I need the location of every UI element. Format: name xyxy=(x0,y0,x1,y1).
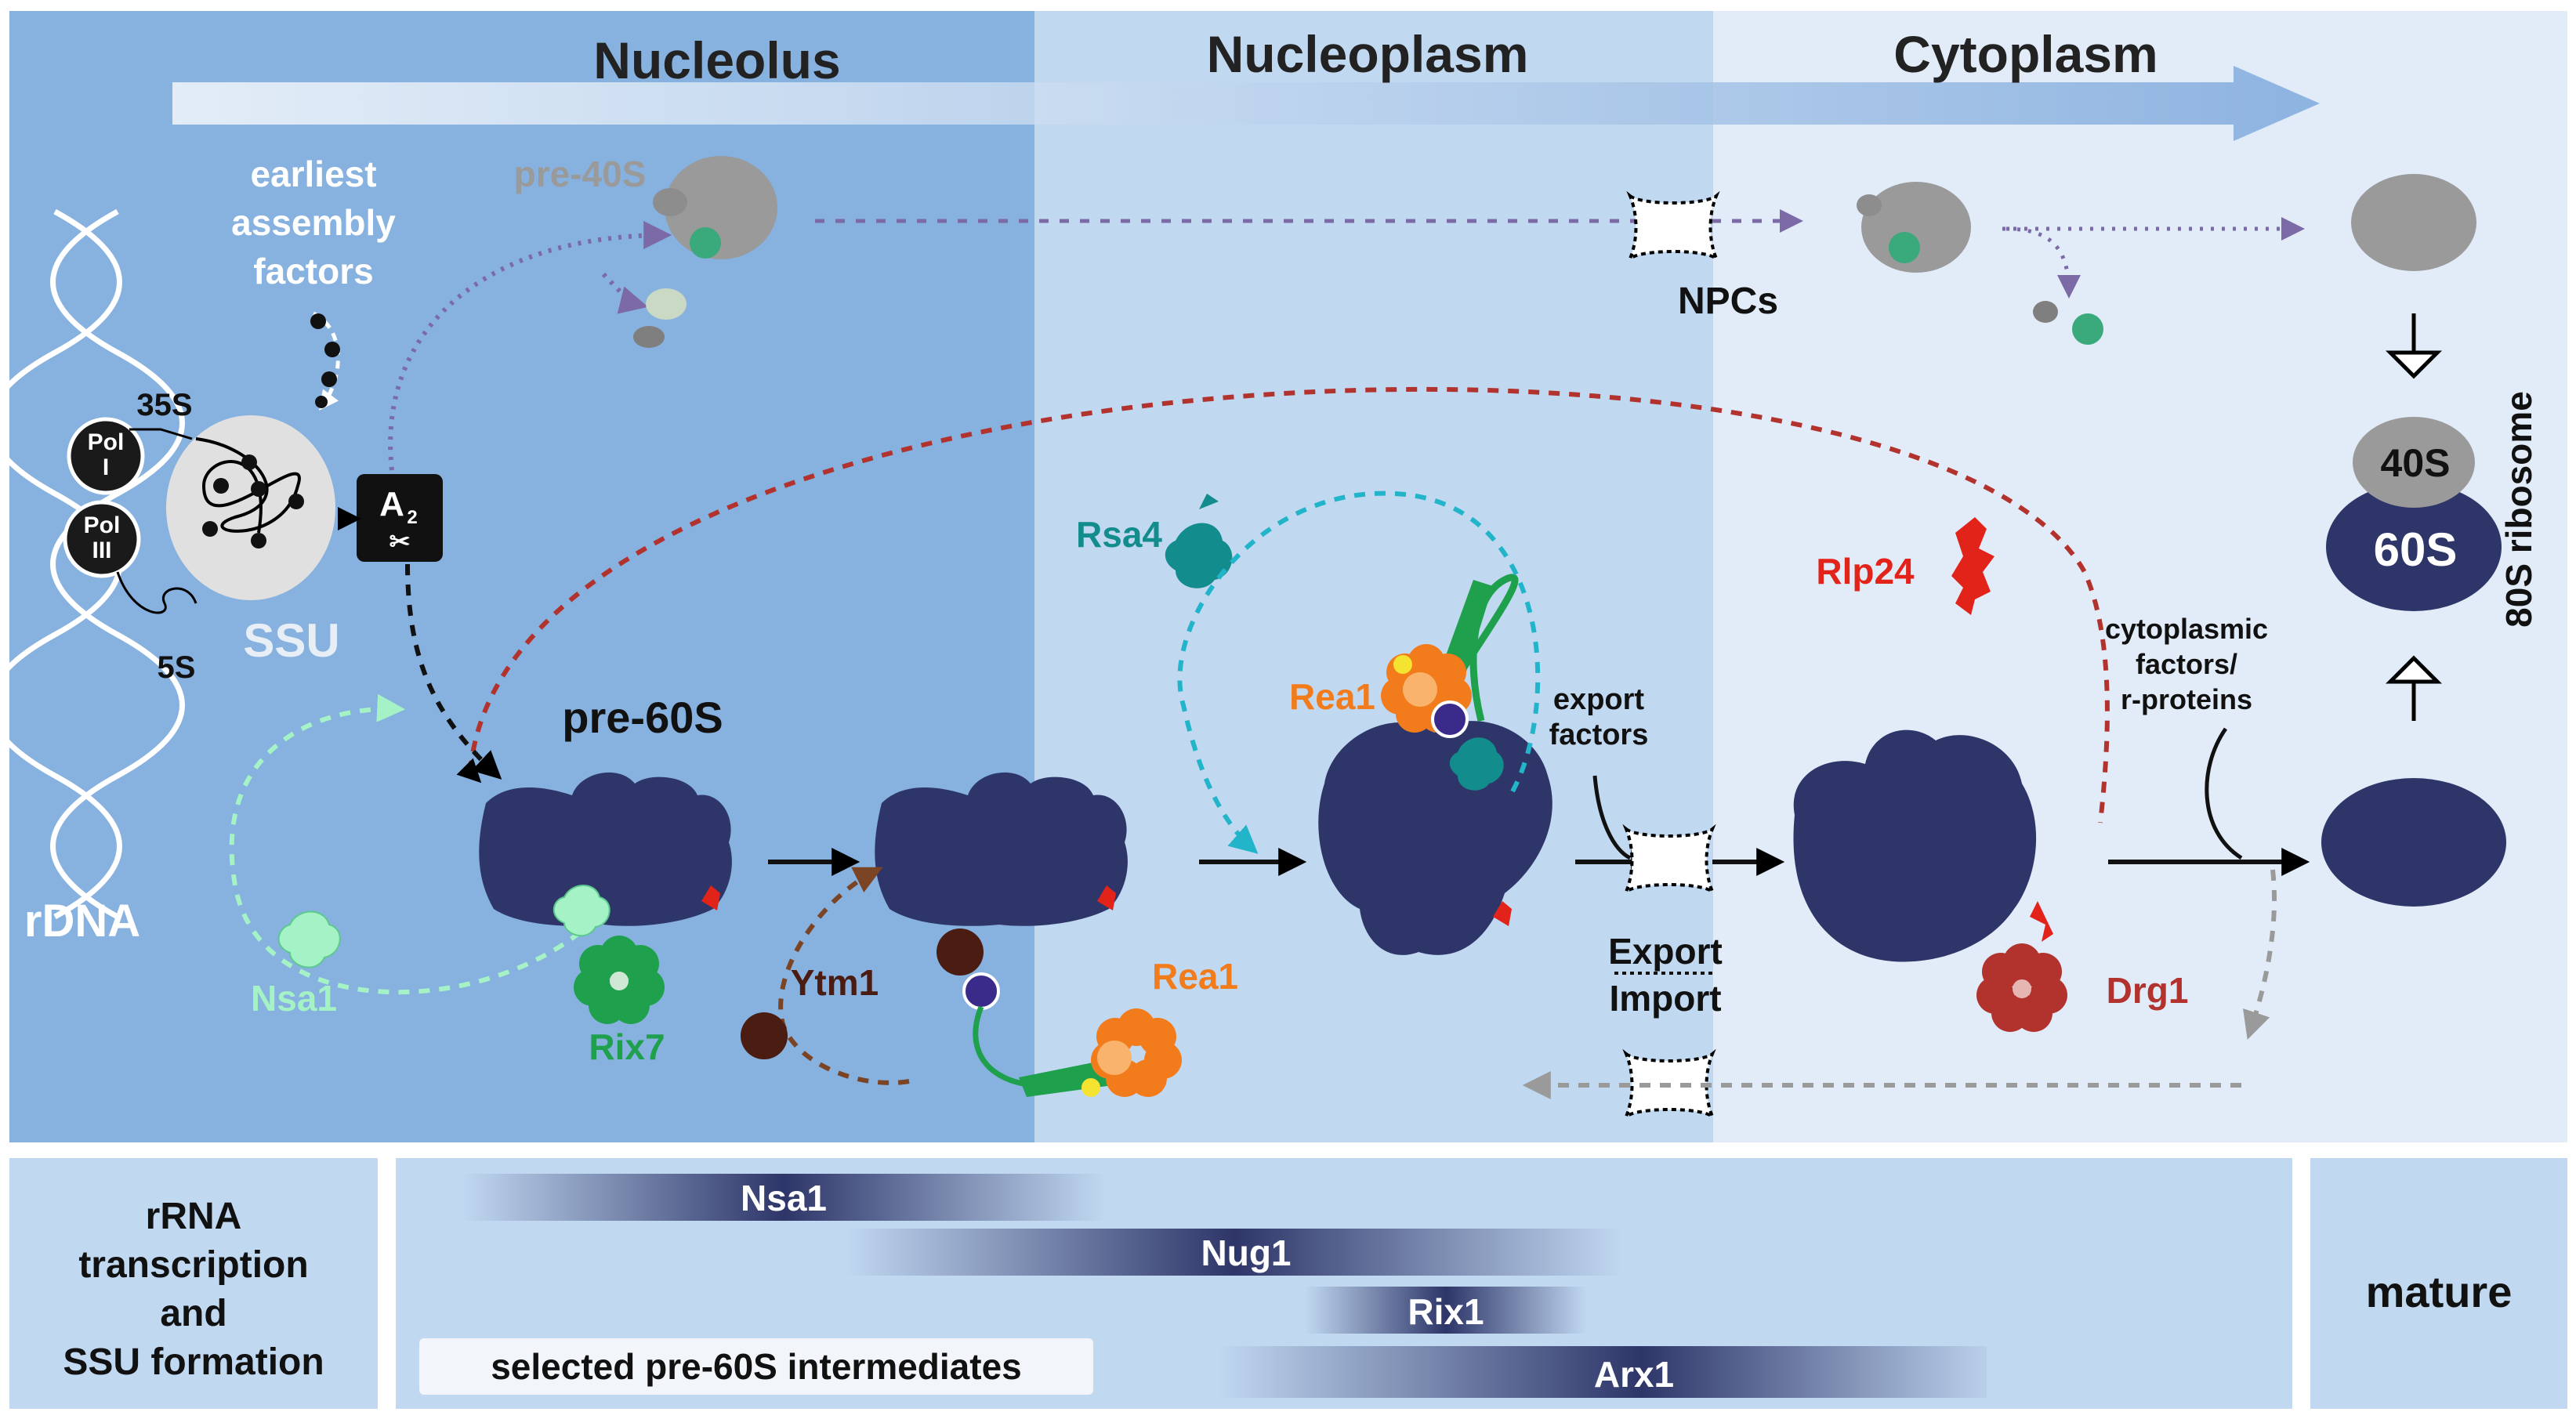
export-factors-line2: factors xyxy=(1549,719,1649,751)
nsa1-label: Nsa1 xyxy=(251,978,337,1019)
a2-cleavage-box: A 2 ✂ xyxy=(357,474,443,562)
up-arrow xyxy=(2385,655,2443,721)
earliest-line1: earliest xyxy=(250,154,376,194)
ribosome-80s xyxy=(2326,417,2502,611)
rsa4-free xyxy=(1165,494,1233,588)
rdna-label: rDNA xyxy=(24,896,140,947)
pol-i: Pol I xyxy=(67,417,145,495)
nsa1-free xyxy=(277,910,341,968)
timeline-bar-arx1 xyxy=(1219,1346,1987,1398)
earliest-line2: assembly xyxy=(231,202,396,243)
svg-text:Pol: Pol xyxy=(88,429,125,455)
40s-label: 40S xyxy=(2381,441,2451,485)
timeline-bar-nsa1 xyxy=(462,1174,1105,1221)
pre60s-particle-1 xyxy=(479,772,732,926)
timeline-bar-rix1 xyxy=(1305,1287,1587,1334)
npcs-label: NPCs xyxy=(1678,281,1778,322)
pre40s-particle xyxy=(653,156,777,259)
rix7-label: Rix7 xyxy=(589,1026,665,1067)
pre60s-label: pre-60S xyxy=(562,693,723,742)
pre60s-particle-4 xyxy=(1793,729,2037,962)
drg1-label: Drg1 xyxy=(2107,970,2189,1011)
a2-to-pre60s-arrow xyxy=(405,563,502,780)
bottom-right-panel xyxy=(2310,1158,2567,1409)
ribosome-80s-label: 80S ribosome xyxy=(2498,391,2539,628)
nucleoplasm-title: Nucleoplasm xyxy=(1207,25,1529,83)
bottom-left-line3: and xyxy=(160,1293,226,1334)
svg-text:2: 2 xyxy=(407,507,417,528)
scissors-icon: ✂ xyxy=(389,527,411,556)
import-label: Import xyxy=(1609,978,1721,1019)
nucleoplasm-region xyxy=(1034,11,1713,1142)
nsa1-recycling-arrow xyxy=(229,693,582,995)
nucleolus-region xyxy=(9,11,1034,1142)
rlp24-label: Rlp24 xyxy=(1816,551,1915,592)
timeline-bar-nug1-label: Nug1 xyxy=(1201,1233,1292,1273)
svg-text:Pol: Pol xyxy=(84,512,121,538)
ytm1-free xyxy=(741,1012,788,1059)
cyto-factors-line1: cytoplasmic xyxy=(2105,613,2268,645)
earliest-line3: factors xyxy=(253,251,373,291)
rea1-lower xyxy=(1081,1008,1182,1097)
ssu-particle xyxy=(166,415,335,600)
5s-rrna-line xyxy=(116,571,197,614)
bottom-left-line2: transcription xyxy=(78,1244,308,1286)
svg-text:A: A xyxy=(379,485,404,523)
timeline-bar-rix1-label: Rix1 xyxy=(1408,1291,1484,1332)
rlp24-free xyxy=(1951,517,1994,615)
rsa4-label: Rsa4 xyxy=(1076,514,1162,555)
rsa4-bound xyxy=(1449,737,1504,791)
pol-iii: Pol III xyxy=(63,500,141,578)
timeline-bar-arx1-label: Arx1 xyxy=(1594,1354,1674,1395)
rea1-lower-label: Rea1 xyxy=(1152,956,1238,997)
35s-rrna-line xyxy=(129,428,193,440)
npc-top xyxy=(1629,194,1718,260)
mature-40s-particle xyxy=(2351,174,2476,271)
progression-arrow xyxy=(172,66,2320,141)
bottom-left-line1: rRNA xyxy=(146,1196,242,1237)
npc-middle xyxy=(1625,827,1714,893)
rea1-upper-label: Rea1 xyxy=(1289,676,1375,717)
cyto-factors-line2: factors/ xyxy=(2136,648,2237,680)
svg-text:III: III xyxy=(92,538,111,563)
ssu-label: SSU xyxy=(243,614,339,667)
rix7-hexamer xyxy=(574,936,665,1024)
bottom-left-line4: SSU formation xyxy=(63,1341,324,1383)
ytm1-label: Ytm1 xyxy=(791,962,879,1003)
cyto-pre40s-particle xyxy=(1857,182,1971,273)
pre40s-label: pre-40S xyxy=(514,154,647,194)
rlp24-recycling-arc xyxy=(468,386,2110,824)
pre60s-particle-2 xyxy=(875,772,1128,926)
cyto-factors-line3: r-proteins xyxy=(2121,683,2252,715)
drg1-hexamer xyxy=(1976,943,2067,1032)
pre40s-fragment xyxy=(646,288,687,320)
selected-intermediates-box xyxy=(419,1338,1093,1395)
timeline-bar-nug1 xyxy=(846,1229,1622,1276)
ytm1-bound xyxy=(937,929,1000,1010)
svg-text:I: I xyxy=(103,454,109,480)
rea1-upper xyxy=(1381,644,1472,738)
nucleolus-title: Nucleolus xyxy=(593,31,840,89)
nsa1-bound xyxy=(553,885,610,937)
bottom-left-panel xyxy=(9,1158,378,1409)
5s-label: 5S xyxy=(158,650,196,685)
timeline-bar-nsa1-label: Nsa1 xyxy=(741,1178,827,1218)
export-factors-line1: export xyxy=(1553,683,1644,716)
mature-label: mature xyxy=(2366,1267,2513,1316)
export-label: Export xyxy=(1608,931,1723,972)
mature-60s-particle xyxy=(2321,778,2506,907)
cytoplasm-title: Cytoplasm xyxy=(1893,25,2158,83)
selected-intermediates-label: selected pre-60S intermediates xyxy=(491,1346,1022,1387)
down-arrow xyxy=(2385,313,2443,379)
60s-label: 60S xyxy=(2374,523,2458,576)
rsa4-recycling-arrow xyxy=(1177,490,1541,854)
35s-label: 35S xyxy=(136,388,192,422)
